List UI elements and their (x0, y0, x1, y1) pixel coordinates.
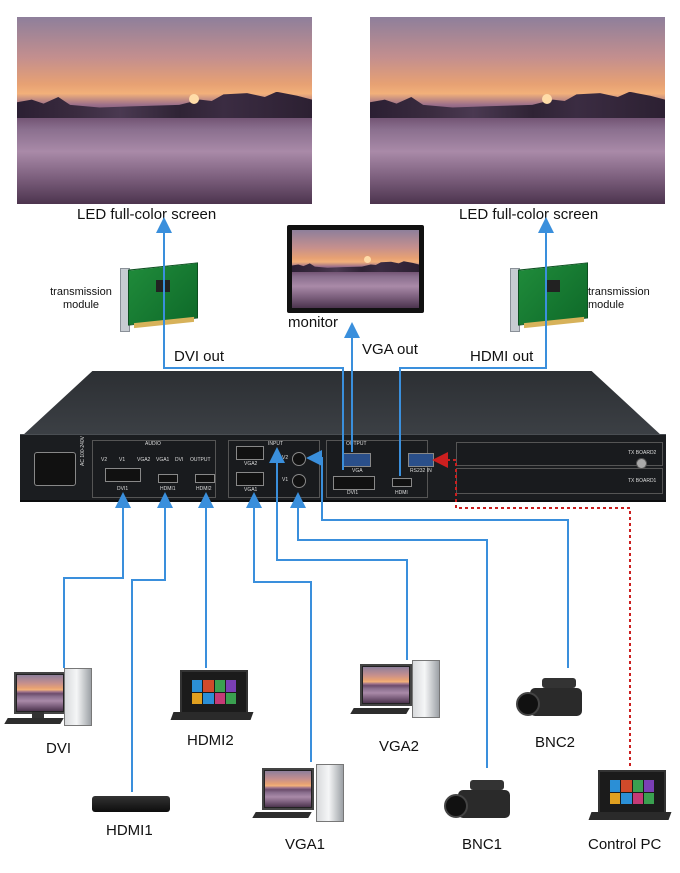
tx-board-slot-2 (456, 442, 663, 466)
keyboard (4, 718, 64, 724)
hdmi2-source-label: HDMI2 (187, 732, 234, 749)
dvi-output-label: DVI1 (347, 490, 359, 496)
line-dvi-in (63, 492, 131, 668)
monitor-label: monitor (288, 314, 339, 331)
vga2-input-label: VGA2 (244, 461, 258, 467)
line-dvi-out (156, 217, 344, 470)
hdmi2-input-port (195, 474, 215, 483)
pc-screen (17, 675, 63, 711)
pc-screen (265, 771, 311, 807)
output-section-label: OUTPUT (346, 441, 367, 447)
input-section-label: INPUT (268, 441, 283, 447)
camera-lens-icon (516, 692, 540, 716)
start-tiles (192, 680, 236, 704)
hdmi1-input-label: HDMI1 (160, 486, 176, 492)
sun-icon (364, 256, 371, 263)
bnc-v1-port (292, 474, 306, 488)
line-control-pc (432, 452, 631, 766)
dvi-pc-tower (64, 668, 92, 726)
camera-handle (470, 780, 504, 790)
bnc-v2-label: V2 (282, 455, 289, 461)
keyboard (350, 708, 410, 714)
hdmi-output-port (392, 478, 412, 487)
bnc1-camera (444, 780, 524, 824)
sun-icon (189, 94, 199, 104)
bnc2-source-label: BNC2 (535, 734, 576, 751)
hdmi2-laptop-base (170, 712, 254, 720)
dvi-input-port (105, 468, 141, 482)
monitor (287, 225, 424, 313)
audio-port-v1: V1 (119, 457, 126, 463)
control-pc-laptop-base (588, 812, 672, 820)
vga1-pc-monitor (262, 768, 314, 810)
transmission-module-right-label: transmission module (588, 286, 650, 311)
screw-icon (636, 458, 647, 469)
tx-board-slot-1 (456, 468, 663, 494)
control-pc-laptop-screen (598, 770, 666, 814)
audio-port-vga2: VGA2 (137, 457, 151, 463)
transmission-module-left-label: transmission module (50, 286, 112, 311)
audio-port-output: OUTPUT (190, 457, 211, 463)
line-bnc1-in (290, 492, 488, 768)
camera-lens-icon (444, 794, 468, 818)
hdmi1-input-port (158, 474, 178, 483)
vga1-pc-tower (316, 764, 344, 822)
hdmi-out-label: HDMI out (470, 348, 534, 365)
vga-output-label: VGA (352, 468, 363, 474)
dvi-output-port (333, 476, 375, 490)
control-pc-label: Control PC (588, 836, 662, 853)
hdmi2-input-label: HDMI2 (196, 486, 212, 492)
hdmi1-source-label: HDMI1 (106, 822, 153, 839)
card-chip (546, 280, 560, 292)
start-tiles (610, 780, 654, 804)
sun-icon (542, 94, 552, 104)
hdmi-output-label: HDMI (395, 490, 408, 496)
pc-stand (32, 712, 44, 718)
led-screen-right (370, 17, 665, 204)
vga1-input-port (236, 472, 264, 486)
bnc-v2-port (292, 452, 306, 466)
vga1-input-label: VGA1 (244, 487, 258, 493)
line-hdmi1-in (131, 492, 173, 792)
rs232-label: RS232 IN (410, 468, 432, 474)
bnc-v1-label: V1 (282, 477, 289, 483)
vga2-input-port (236, 446, 264, 460)
tx-board-1-label: TX BOARD1 (628, 478, 657, 484)
tx-board-2-label: TX BOARD2 (628, 450, 657, 456)
pc-screen (363, 667, 409, 703)
audio-port-vga1: VGA1 (156, 457, 170, 463)
line-bnc2-in (306, 450, 569, 668)
vga2-pc-tower (412, 660, 440, 718)
camera-handle (542, 678, 576, 688)
dvi-pc-monitor (14, 672, 66, 714)
bnc2-camera (516, 678, 596, 722)
audio-port-v2: V2 (101, 457, 108, 463)
line-vga2-in (269, 447, 408, 660)
dvi-out-label: DVI out (174, 348, 225, 365)
dvi-source-label: DVI (46, 740, 72, 757)
power-socket (34, 452, 76, 486)
vga-out-label: VGA out (362, 341, 418, 358)
audio-section-label: AUDIO (145, 441, 161, 447)
monitor-screen (292, 230, 419, 308)
line-hdmi-out (399, 217, 554, 476)
dvi-input-label: DVI1 (117, 486, 129, 492)
vga2-pc-monitor (360, 664, 412, 706)
keyboard (252, 812, 312, 818)
audio-port-dvi: DVI (175, 457, 184, 463)
vga1-source-label: VGA1 (285, 836, 326, 853)
led-screen-right-label: LED full-color screen (459, 206, 599, 223)
transmission-module-right (510, 262, 588, 332)
vga2-source-label: VGA2 (379, 738, 420, 755)
hdmi1-media-player (92, 796, 170, 812)
line-vga1-in (246, 492, 312, 762)
hdmi2-laptop-screen (180, 670, 248, 714)
led-screen-left (17, 17, 312, 204)
bnc1-source-label: BNC1 (462, 836, 503, 853)
led-screen-left-label: LED full-color screen (77, 206, 217, 223)
